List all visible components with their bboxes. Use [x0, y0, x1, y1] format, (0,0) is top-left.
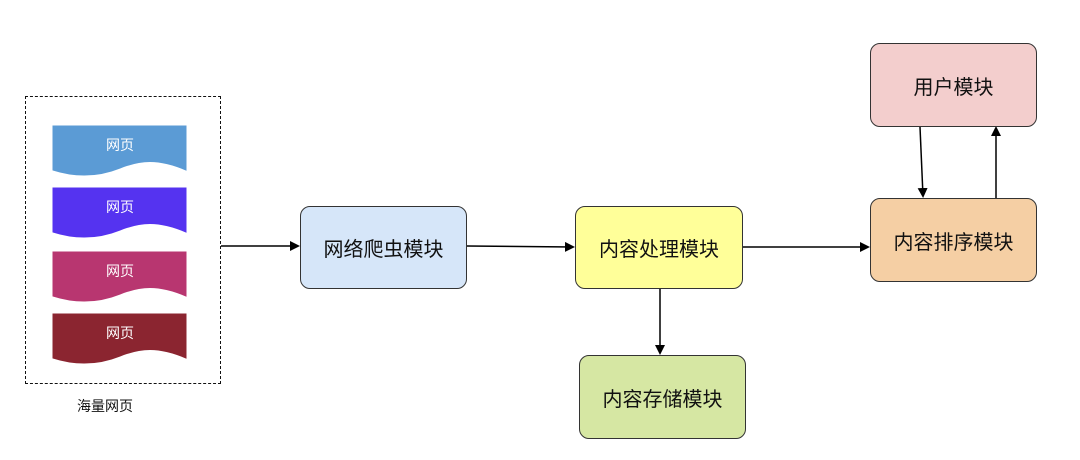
webpage-doc-1: 网页 [52, 125, 187, 176]
webpage-doc-2: 网页 [52, 187, 187, 238]
webpage-doc-shape-3 [52, 251, 187, 302]
webpage-doc-label-3: 网页 [106, 264, 134, 280]
webpage-doc-label-2: 网页 [106, 200, 134, 216]
crawler-module-label: 网络爬虫模块 [323, 237, 444, 261]
storage-module-box: 内容存储模块 [579, 355, 746, 439]
user-module-label: 用户模块 [913, 74, 994, 99]
processing-module-box: 内容处理模块 [575, 206, 743, 289]
webpage-group-frame [25, 96, 221, 384]
ranking-module-box: 内容排序模块 [870, 198, 1037, 282]
webpage-doc-4: 网页 [52, 313, 187, 364]
webpage-group-label: 海量网页 [77, 399, 133, 415]
crawler-module-box: 网络爬虫模块 [300, 206, 467, 289]
webpage-doc-shape-1 [52, 125, 187, 176]
webpage-doc-3: 网页 [52, 251, 187, 302]
user-module-box: 用户模块 [870, 43, 1037, 127]
ranking-module-label: 内容排序模块 [893, 229, 1014, 254]
webpage-doc-shape-2 [52, 187, 187, 238]
webpage-doc-label-4: 网页 [106, 326, 134, 342]
webpage-doc-shape-4 [52, 313, 187, 364]
processing-module-label: 内容处理模块 [599, 237, 719, 261]
storage-module-label: 内容存储模块 [602, 386, 723, 411]
webpage-doc-label-1: 网页 [106, 138, 134, 154]
